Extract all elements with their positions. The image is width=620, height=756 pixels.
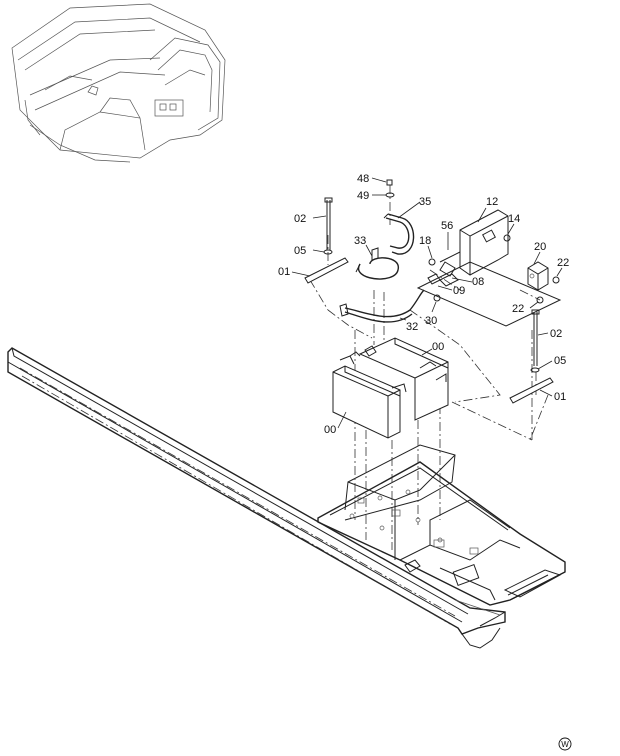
- assembly-projection-lines: [309, 185, 549, 550]
- part-label-00: 00: [324, 424, 336, 436]
- part-labels: 48 49 35 12 02 56 14 33 18 20 05 22 01 0…: [278, 173, 569, 436]
- part-label-02: 02: [294, 213, 306, 225]
- part-label-22: 22: [557, 257, 569, 269]
- leader-lines: [291, 177, 563, 429]
- part-label-14: 14: [508, 213, 520, 225]
- part-label-20: 20: [534, 241, 546, 253]
- part-label-08: 08: [472, 276, 484, 288]
- circled-w-mark: W: [558, 737, 572, 751]
- bolt-18: [428, 258, 436, 266]
- circled-w-letter: W: [561, 740, 569, 749]
- relay-20: [527, 261, 549, 291]
- part-label-30: 30: [425, 315, 437, 327]
- battery-cable-33: [355, 247, 399, 280]
- bolt-22-top: [552, 276, 560, 284]
- part-label-33: 33: [354, 235, 366, 247]
- rod-01-left: [304, 257, 349, 284]
- bolt-22-bottom: [536, 296, 544, 304]
- part-label-01: 01: [554, 391, 566, 403]
- part-label-00: 00: [432, 341, 444, 353]
- part-label-05: 05: [294, 245, 306, 257]
- bolt-14: [503, 234, 511, 242]
- fastener-48: [386, 179, 393, 186]
- part-label-02: 02: [550, 328, 562, 340]
- part-label-56: 56: [441, 220, 453, 232]
- part-label-18: 18: [419, 235, 431, 247]
- rod-01-right: [509, 377, 554, 404]
- floor-frame: [317, 444, 566, 616]
- part-label-32: 32: [406, 321, 418, 333]
- part-label-09: 09: [453, 285, 465, 297]
- part-label-49: 49: [357, 190, 369, 202]
- bolt-02-right: [531, 309, 540, 366]
- washer-05-right: [530, 367, 540, 373]
- part-label-01: 01: [278, 266, 290, 278]
- bolt-30: [433, 294, 441, 302]
- relay-plate: [416, 261, 562, 327]
- battery-box-front: [332, 355, 407, 439]
- machine-overview-illustration: [11, 3, 226, 163]
- side-step-rail: [7, 347, 506, 649]
- battery-cable-35: [383, 213, 415, 255]
- part-label-35: 35: [419, 196, 431, 208]
- part-label-05: 05: [554, 355, 566, 367]
- part-label-48: 48: [357, 173, 369, 185]
- bolt-02-left: [324, 197, 333, 250]
- battery-cable-32: [339, 289, 425, 323]
- battery-box-rear: [349, 337, 449, 421]
- part-label-22: 22: [512, 303, 524, 315]
- part-label-12: 12: [486, 196, 498, 208]
